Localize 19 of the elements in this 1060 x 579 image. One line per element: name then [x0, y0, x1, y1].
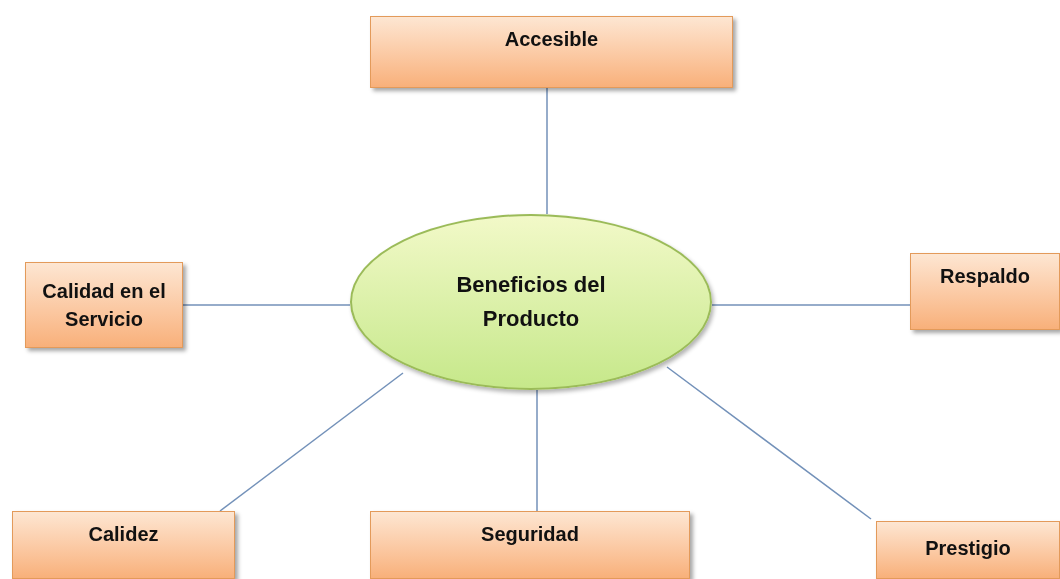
node-label: Beneficios del Producto: [455, 271, 607, 333]
node-label: Calidad en el Servicio: [41, 279, 167, 332]
benefit-box: [876, 521, 1060, 579]
connector-line: [536, 389, 538, 512]
node-label: Accesible: [504, 27, 599, 52]
benefit-box: [370, 16, 733, 88]
node-label: Calidez: [88, 522, 159, 547]
benefit-box: [910, 253, 1060, 330]
connector-line: [711, 304, 911, 306]
benefit-box: [12, 511, 235, 579]
benefit-box: [25, 262, 183, 348]
node-label: Seguridad: [481, 522, 579, 547]
connector-line: [666, 366, 872, 520]
connector-line: [182, 304, 351, 306]
benefit-box: [370, 511, 690, 579]
connector-line: [546, 87, 548, 215]
node-label: Prestigio: [925, 536, 1011, 561]
connector-line: [219, 372, 404, 512]
node-label: Respaldo: [940, 264, 1030, 289]
